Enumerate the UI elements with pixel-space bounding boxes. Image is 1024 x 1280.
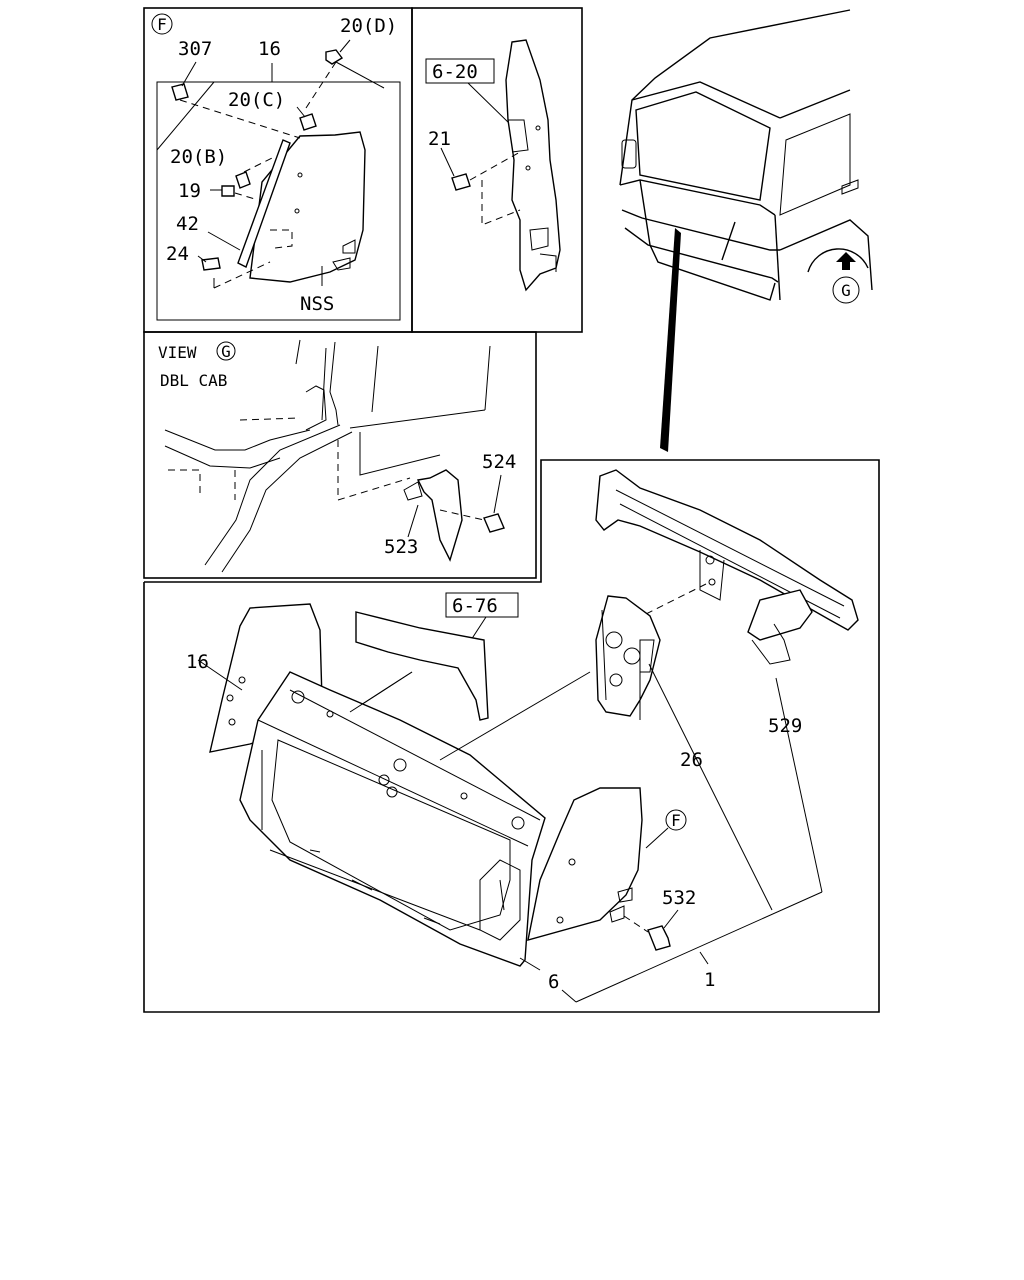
label-524: 524 <box>482 451 516 473</box>
label-532: 532 <box>662 887 696 909</box>
label-nss: NSS <box>300 293 334 315</box>
panel-f-inner-box <box>156 81 401 321</box>
panel-main-frame <box>143 459 880 1013</box>
label-view: VIEW <box>158 343 197 362</box>
label-6: 6 <box>548 971 559 993</box>
panel-view-g <box>143 331 537 579</box>
label-24: 24 <box>166 243 189 265</box>
callout-f-top: F <box>157 15 167 34</box>
panel-pillar-detail <box>411 7 583 333</box>
label-1: 1 <box>704 969 715 991</box>
panel-view-g-drawing <box>164 339 505 573</box>
label-21: 21 <box>428 128 451 150</box>
label-26: 26 <box>680 749 703 771</box>
label-20b: 20(B) <box>170 146 227 168</box>
panel-pillar-drawing <box>425 39 561 292</box>
truck-sketch <box>619 9 873 452</box>
label-16-main: 16 <box>186 651 209 673</box>
ref-6-76: 6-76 <box>452 595 498 617</box>
callout-g-truck: G <box>841 281 851 300</box>
callout-g-view: G <box>221 342 231 361</box>
label-20d: 20(D) <box>340 15 397 37</box>
main-assembly-drawing <box>197 469 859 1003</box>
label-307: 307 <box>178 38 212 60</box>
label-19: 19 <box>178 180 201 202</box>
label-dbl-cab: DBL CAB <box>160 371 227 390</box>
label-20c: 20(C) <box>228 89 285 111</box>
callout-f-main: F <box>671 811 681 830</box>
label-529: 529 <box>768 715 802 737</box>
label-42: 42 <box>176 213 199 235</box>
label-523: 523 <box>384 536 418 558</box>
label-16-top: 16 <box>258 38 281 60</box>
panel-f-drawing <box>151 13 385 289</box>
ref-6-20: 6-20 <box>432 61 478 83</box>
